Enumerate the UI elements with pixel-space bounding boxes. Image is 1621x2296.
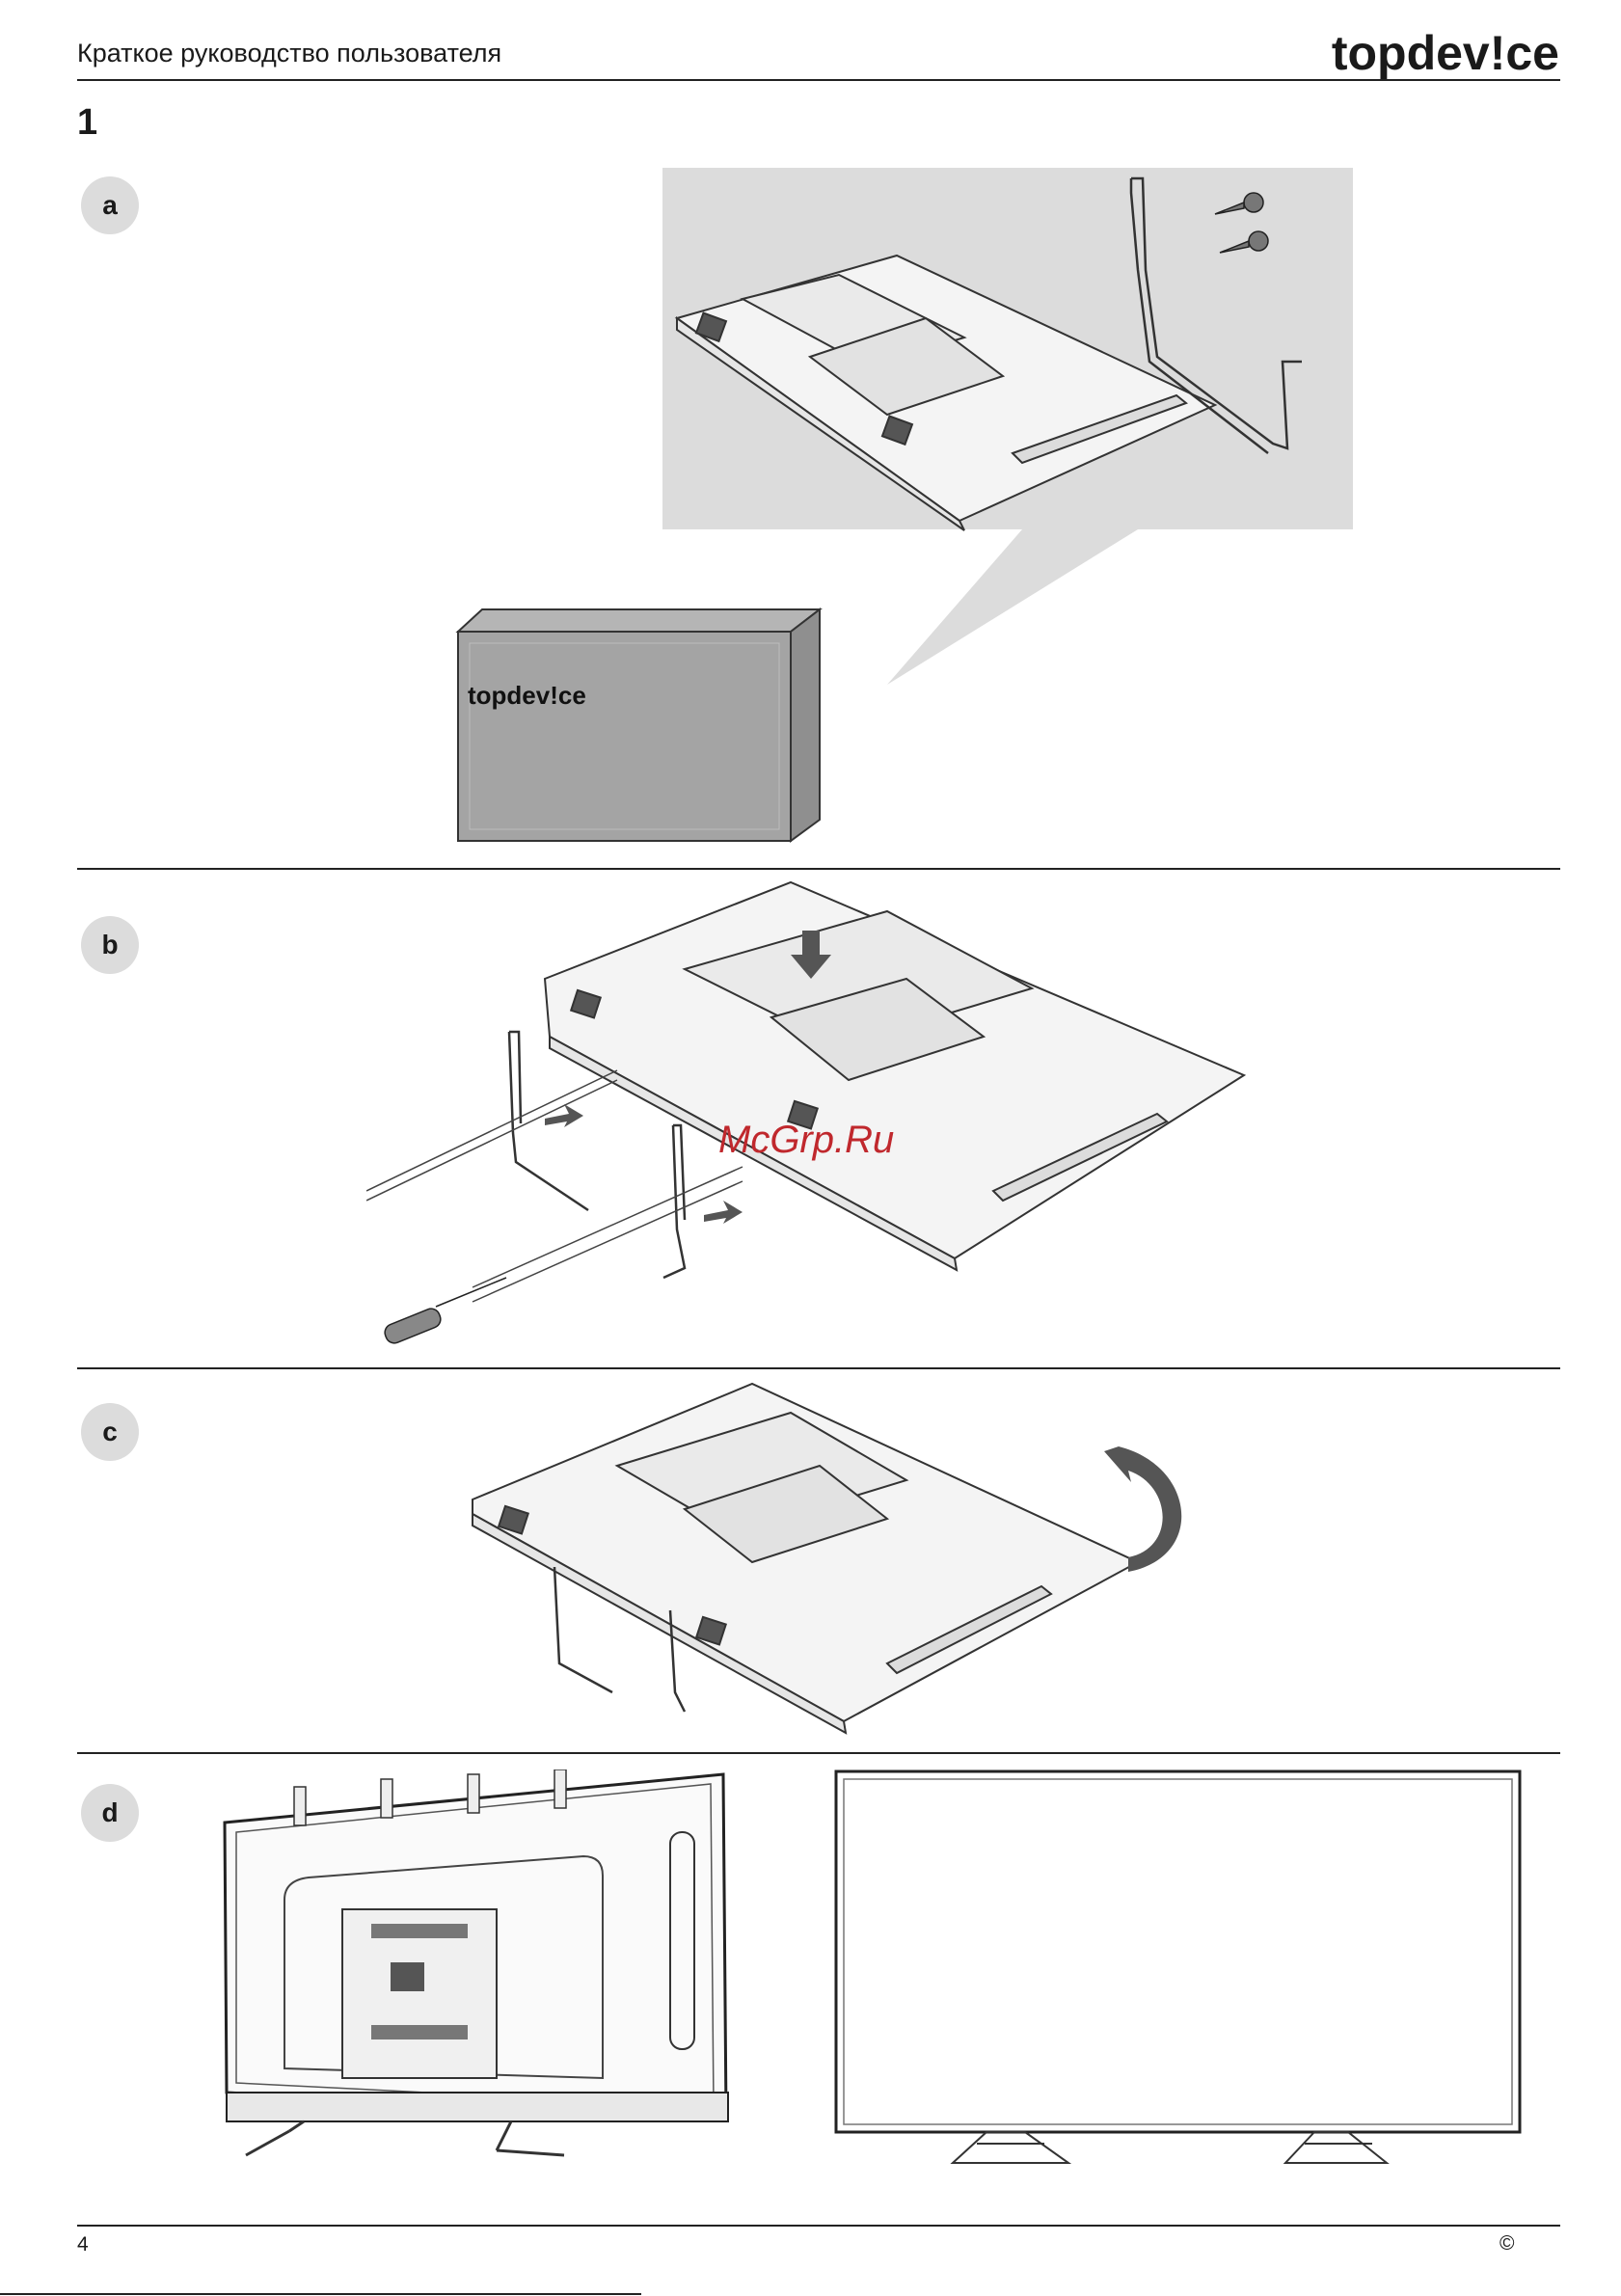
box-logo: topdev!ce — [468, 681, 586, 710]
tv-screen — [836, 1771, 1520, 2132]
illustration-flip-tv — [463, 1374, 1215, 1750]
header-divider — [77, 79, 1560, 81]
bottom-edge-line — [0, 2293, 641, 2295]
section-divider-ab — [77, 868, 1560, 870]
brand-logo: topdev!ce — [1332, 25, 1559, 81]
copyright-symbol: © — [1499, 2232, 1514, 2255]
illustration-attach-stand: McGrp.Ru — [366, 873, 1292, 1364]
step-number: 1 — [77, 102, 97, 144]
tv-back-drawing-b — [545, 882, 1244, 1270]
illustration-tv-rear-view — [217, 1769, 738, 2165]
screwdriver-icon — [382, 1278, 506, 1346]
section-badge-b: b — [81, 916, 139, 974]
stand-feet — [246, 2121, 564, 2155]
stand-front — [953, 2132, 1387, 2163]
page-number: 4 — [77, 2233, 89, 2256]
watermark-text: McGrp.Ru — [718, 1119, 894, 1161]
section-badge-c: c — [81, 1403, 139, 1461]
document-title: Краткое руководство пользователя — [77, 39, 501, 68]
push-arrow-icon-2 — [704, 1201, 743, 1224]
push-arrow-icon — [545, 1104, 583, 1127]
section-divider-bc — [77, 1367, 1560, 1369]
callout-pointer — [887, 529, 1138, 685]
box-drawing — [458, 609, 820, 841]
section-divider-cd — [77, 1752, 1560, 1754]
section-badge-d: d — [81, 1784, 139, 1842]
footer-divider — [77, 2225, 1560, 2227]
illustration-unboxing: topdev!ce — [424, 164, 1360, 858]
section-badge-a: a — [81, 176, 139, 234]
illustration-tv-front-view — [832, 1768, 1526, 2171]
tv-back-drawing-c — [473, 1384, 1138, 1733]
